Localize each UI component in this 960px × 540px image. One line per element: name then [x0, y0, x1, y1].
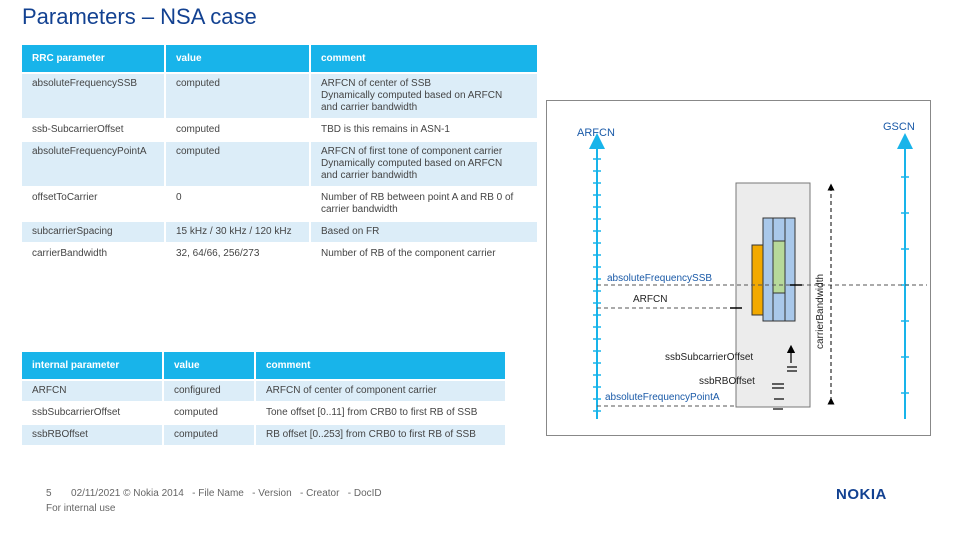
- comment-cell: ARFCN of center of component carrier: [254, 381, 505, 401]
- parameter-cell: offsetToCarrier: [22, 188, 164, 220]
- comment-line: ARFCN of center of SSB: [321, 78, 432, 89]
- parameter-cell: absoluteFrequencyPointA: [22, 142, 164, 186]
- gscn-axis-label: GSCN: [883, 121, 915, 133]
- column-header: comment: [309, 45, 537, 72]
- value-cell: 0: [164, 188, 309, 220]
- value-cell: computed: [162, 403, 254, 423]
- table-header-row: internal parameter value comment: [22, 352, 505, 379]
- value-cell: 15 kHz / 30 kHz / 120 kHz: [164, 222, 309, 242]
- comment-line: Number of RB of the component carrier: [321, 248, 496, 259]
- table-header-row: RRC parameter value comment: [22, 45, 537, 72]
- page-title: Parameters – NSA case: [22, 4, 257, 29]
- parameter-cell: absoluteFrequencySSB: [22, 74, 164, 118]
- value-cell: computed: [164, 74, 309, 118]
- parameter-cell: ssbRBOffset: [22, 425, 162, 445]
- comment-cell: TBD is this remains in ASN-1: [309, 120, 537, 140]
- comment-line: Tone offset [0..11] from CRB0 to first R…: [266, 407, 478, 418]
- comment-line: TBD is this remains in ASN-1: [321, 124, 450, 135]
- carrier-bandwidth-label: carrierBandwidth: [815, 273, 826, 349]
- footer-classification: For internal use: [46, 503, 116, 514]
- comment-cell: Tone offset [0..11] from CRB0 to first R…: [254, 403, 505, 423]
- ssb-subcarrier-offset-label: ssbSubcarrierOffset: [665, 352, 754, 363]
- column-header: comment: [254, 352, 505, 379]
- comment-cell: RB offset [0..253] from CRB0 to first RB…: [254, 425, 505, 445]
- comment-cell: ARFCN of first tone of component carrier…: [309, 142, 537, 186]
- comment-line: ARFCN of first tone of component carrier: [321, 146, 503, 157]
- absolute-frequency-ssb-label: absoluteFrequencySSB: [607, 273, 713, 284]
- column-header: value: [162, 352, 254, 379]
- ssb-rb-offset-label: ssbRBOffset: [699, 376, 755, 387]
- column-header: value: [164, 45, 309, 72]
- comment-line: and carrier bandwidth: [321, 102, 418, 113]
- parameter-cell: ssb-SubcarrierOffset: [22, 120, 164, 140]
- diagram-graphic: [589, 133, 927, 419]
- comment-line: and carrier bandwidth: [321, 170, 418, 181]
- column-header: RRC parameter: [22, 45, 164, 72]
- arfcn-label: ARFCN: [633, 294, 668, 305]
- footer-info: 5 02/11/2021 © Nokia 2014 - File Name - …: [46, 488, 382, 499]
- value-cell: 32, 64/66, 256/273: [164, 244, 309, 264]
- column-header: internal parameter: [22, 352, 162, 379]
- parameter-cell: carrierBandwidth: [22, 244, 164, 264]
- parameter-cell: ARFCN: [22, 381, 162, 401]
- absolute-frequency-pointa-label: absoluteFrequencyPointA: [605, 392, 720, 403]
- comment-line: Number of RB between point A and RB 0 of: [321, 192, 514, 203]
- comment-cell: Number of RB between point A and RB 0 of…: [309, 188, 537, 220]
- comment-line: ARFCN of center of component carrier: [266, 385, 437, 396]
- pointa-block: [751, 244, 764, 316]
- value-cell: configured: [162, 381, 254, 401]
- rrc-parameter-table: RRC parameter value comment absoluteFreq…: [22, 43, 537, 266]
- comment-line: RB offset [0..253] from CRB0 to first RB…: [266, 429, 476, 440]
- comment-line: Dynamically computed based on ARFCN: [321, 158, 503, 169]
- value-cell: computed: [164, 142, 309, 186]
- parameter-cell: ssbSubcarrierOffset: [22, 403, 162, 423]
- arfcn-axis-label: ARFCN: [577, 127, 615, 139]
- comment-line: Based on FR: [321, 226, 380, 237]
- value-cell: computed: [164, 120, 309, 140]
- parameter-cell: subcarrierSpacing: [22, 222, 164, 242]
- value-cell: computed: [162, 425, 254, 445]
- comment-cell: Based on FR: [309, 222, 537, 242]
- frequency-diagram: ARFCN GSCN absoluteFrequencySSB ARFCN ss…: [546, 100, 931, 436]
- comment-line: carrier bandwidth: [321, 204, 398, 215]
- comment-line: Dynamically computed based on ARFCN: [321, 90, 503, 101]
- nokia-logo: NOKIA: [836, 486, 887, 503]
- comment-cell: Number of RB of the component carrier: [309, 244, 537, 264]
